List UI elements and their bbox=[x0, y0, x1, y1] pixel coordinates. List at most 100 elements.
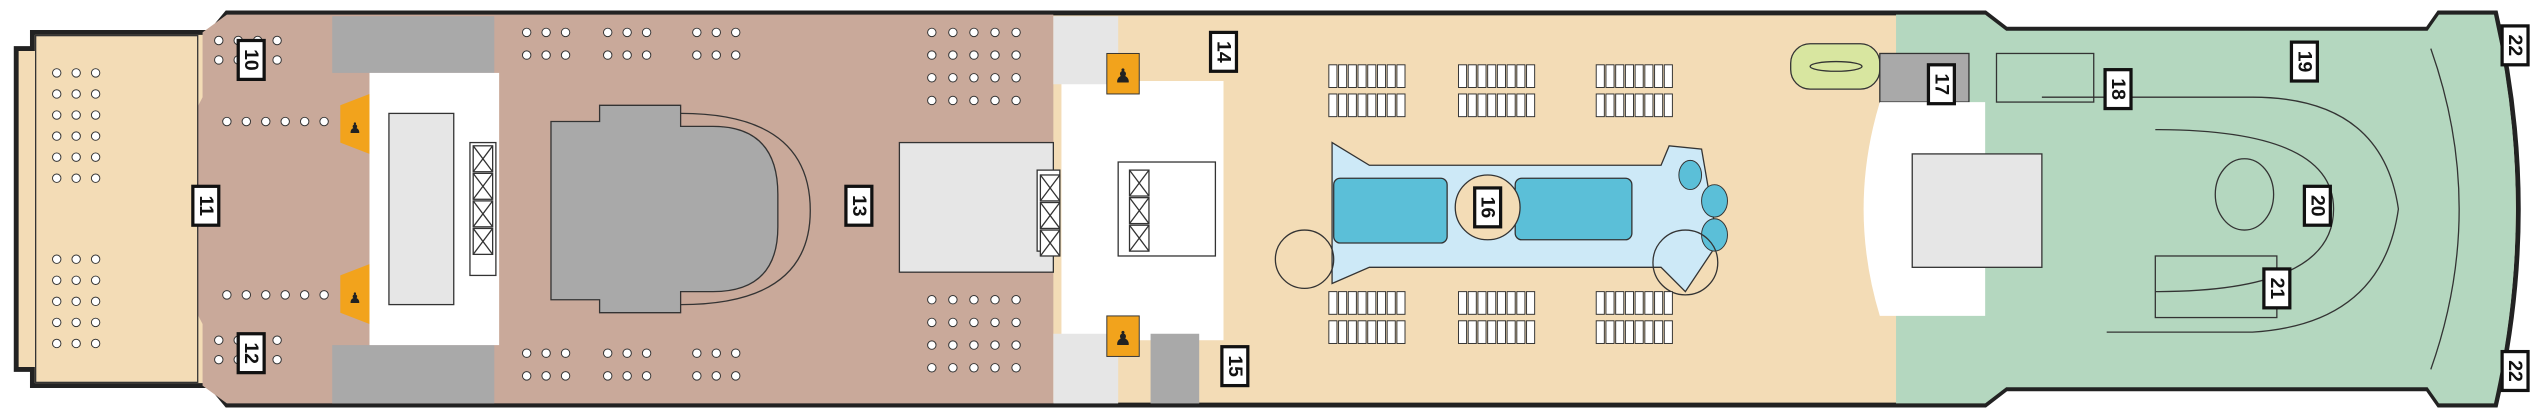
table bbox=[927, 73, 937, 83]
area-label-16[interactable]: 16 bbox=[1473, 186, 1503, 229]
table bbox=[299, 116, 310, 127]
lounger bbox=[1624, 93, 1634, 118]
table bbox=[52, 317, 62, 328]
table bbox=[52, 173, 62, 183]
table bbox=[90, 173, 101, 183]
area-label-21[interactable]: 21 bbox=[2262, 267, 2292, 310]
table bbox=[927, 50, 937, 60]
table bbox=[622, 371, 632, 381]
table bbox=[71, 173, 81, 183]
table bbox=[990, 27, 1000, 38]
table bbox=[71, 296, 81, 307]
lounger bbox=[1605, 93, 1615, 118]
deck-circle bbox=[1274, 229, 1335, 290]
table bbox=[521, 50, 532, 60]
table bbox=[948, 295, 958, 305]
table bbox=[1011, 295, 1021, 305]
lounger bbox=[1506, 64, 1516, 88]
lounger bbox=[1516, 64, 1526, 88]
spa-outline bbox=[2041, 96, 2400, 333]
lounger bbox=[1477, 93, 1487, 118]
area-label-22b[interactable]: 22 bbox=[2500, 349, 2530, 393]
table bbox=[560, 27, 571, 38]
area-label-11[interactable]: 11 bbox=[191, 184, 221, 227]
area-label-text: 21 bbox=[2266, 278, 2288, 300]
table bbox=[52, 110, 62, 120]
lounger bbox=[1624, 320, 1634, 344]
lounger bbox=[1654, 93, 1664, 118]
table bbox=[214, 55, 224, 65]
service-bottom-grey bbox=[1150, 333, 1200, 404]
elevator-icon bbox=[1128, 169, 1150, 197]
hot-tub bbox=[1678, 159, 1703, 191]
area-label-18[interactable]: 18 bbox=[2103, 68, 2133, 111]
table bbox=[521, 371, 532, 381]
lounger bbox=[1347, 93, 1357, 118]
lounger bbox=[1338, 320, 1348, 344]
lounger bbox=[1526, 93, 1536, 118]
lounger bbox=[1516, 320, 1526, 344]
area-label-22a[interactable]: 22 bbox=[2500, 24, 2530, 67]
svg-text:♟: ♟ bbox=[1114, 327, 1131, 350]
lounger bbox=[1634, 291, 1644, 315]
area-label-text: 20 bbox=[2306, 195, 2328, 217]
table bbox=[927, 95, 937, 106]
spa-room bbox=[1995, 52, 2095, 103]
table bbox=[927, 340, 937, 350]
area-label-text: 12 bbox=[240, 342, 262, 364]
table bbox=[603, 27, 613, 38]
table bbox=[241, 290, 252, 300]
area-label-13[interactable]: 13 bbox=[844, 184, 874, 227]
table bbox=[541, 371, 551, 381]
lounger bbox=[1496, 93, 1506, 118]
table bbox=[692, 371, 702, 381]
area-label-14[interactable]: 14 bbox=[1208, 30, 1239, 73]
table bbox=[969, 317, 979, 328]
area-label-19[interactable]: 19 bbox=[2289, 40, 2319, 83]
area-label-17[interactable]: 17 bbox=[1926, 63, 1956, 106]
table bbox=[969, 363, 979, 373]
table bbox=[948, 73, 958, 83]
table bbox=[969, 50, 979, 60]
table bbox=[603, 371, 613, 381]
lounger bbox=[1376, 64, 1387, 88]
restroom-icon: ♟ bbox=[340, 93, 370, 154]
lounger bbox=[1595, 93, 1605, 118]
table bbox=[1011, 363, 1021, 373]
area-label-20[interactable]: 20 bbox=[2302, 184, 2332, 227]
lounger bbox=[1457, 64, 1468, 88]
lounger bbox=[1516, 291, 1526, 315]
area-label-text: 15 bbox=[1224, 355, 1246, 377]
table bbox=[948, 317, 958, 328]
lounger bbox=[1496, 291, 1506, 315]
lounger bbox=[1477, 291, 1487, 315]
table bbox=[214, 335, 224, 345]
lounger bbox=[1605, 64, 1615, 88]
area-label-text: 10 bbox=[240, 49, 262, 71]
table bbox=[52, 254, 62, 264]
lounger bbox=[1487, 64, 1497, 88]
hot-tub bbox=[1701, 218, 1728, 252]
svg-text:♟: ♟ bbox=[348, 290, 361, 307]
svg-text:♟: ♟ bbox=[1114, 65, 1131, 88]
table bbox=[222, 290, 232, 300]
lounger bbox=[1526, 64, 1536, 88]
table bbox=[71, 254, 81, 264]
lounger bbox=[1376, 320, 1387, 344]
table bbox=[71, 110, 81, 120]
table bbox=[1011, 27, 1021, 38]
area-label-10[interactable]: 10 bbox=[236, 38, 266, 82]
area-label-12[interactable]: 12 bbox=[236, 332, 266, 375]
table bbox=[560, 371, 571, 381]
lounger bbox=[1357, 291, 1367, 315]
elevator-icon bbox=[472, 172, 494, 200]
table bbox=[319, 116, 329, 127]
lounger bbox=[1634, 64, 1644, 88]
lounger bbox=[1526, 291, 1536, 315]
table bbox=[272, 35, 282, 46]
area-label-15[interactable]: 15 bbox=[1220, 345, 1250, 388]
lounger bbox=[1396, 291, 1406, 315]
lounger bbox=[1328, 93, 1338, 118]
stern-lounge bbox=[35, 34, 199, 384]
